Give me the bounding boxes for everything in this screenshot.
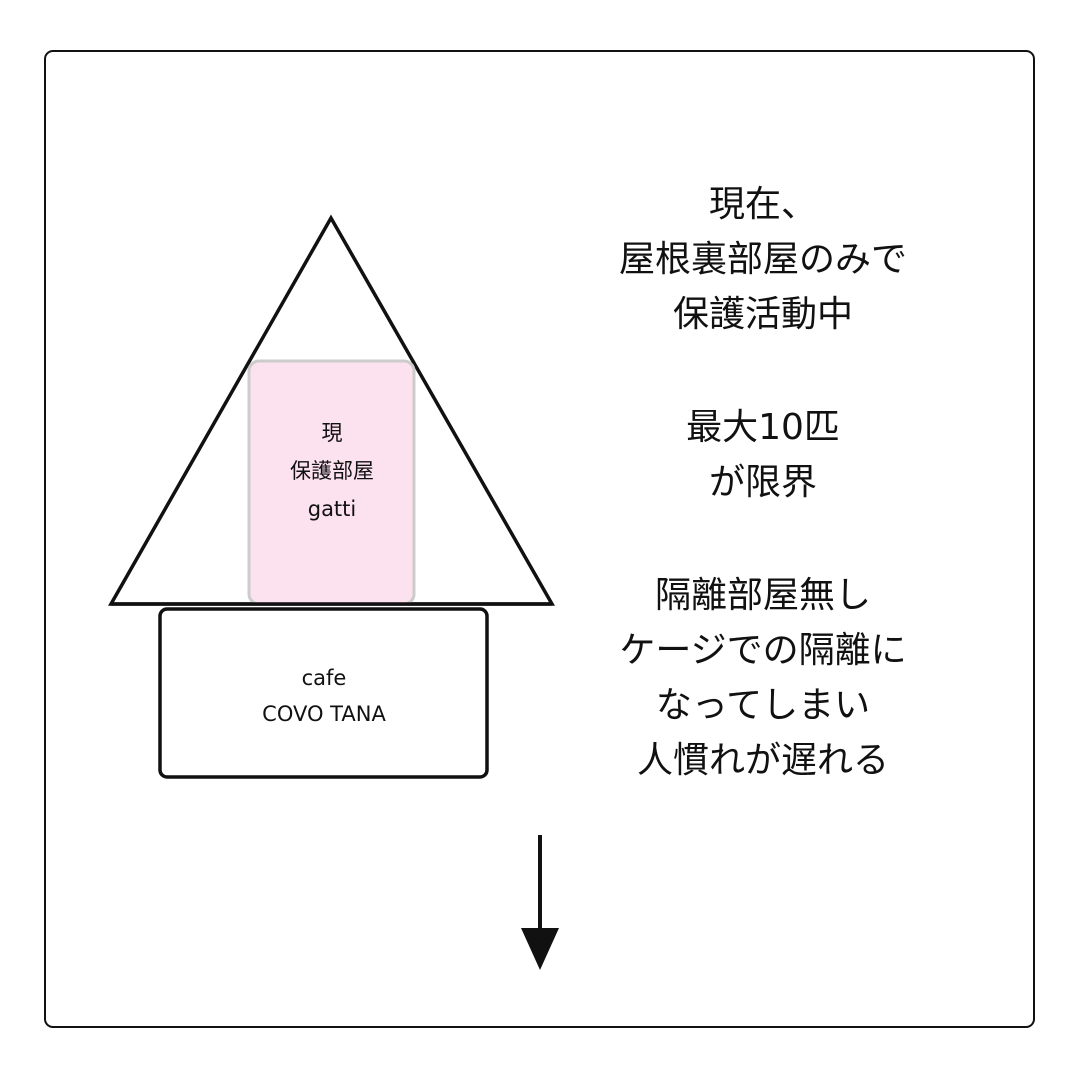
note-line: が限界 — [708, 462, 817, 503]
cafe-line: cafe — [301, 666, 347, 690]
note-capacity: 最大10匹 が限界 — [590, 400, 936, 510]
diagram-frame — [44, 50, 1035, 1028]
note-line: ケージでの隔離に — [619, 630, 907, 671]
note-line: 最大10匹 — [686, 407, 840, 448]
cafe-line: COVO TANA — [262, 702, 386, 726]
attic-room-line: gatti — [307, 497, 357, 521]
note-current-activity: 現在、 屋根裏部屋のみで 保護活動中 — [590, 177, 936, 342]
note-line: 屋根裏部屋のみで — [618, 239, 907, 280]
note-line: 隔離部屋無し — [654, 575, 871, 616]
down-arrow-icon — [521, 835, 559, 970]
note-line: 人慣れが遅れる — [636, 740, 889, 781]
note-isolation: 隔離部屋無し ケージでの隔離に なってしまい 人慣れが遅れる — [590, 568, 936, 788]
note-line: 現在、 — [708, 184, 817, 225]
attic-room-label: 現 保護部屋 gatti — [249, 414, 415, 528]
cafe-box — [158, 607, 489, 779]
cafe-label: cafe COVO TANA — [160, 660, 488, 732]
note-line: なってしまい — [655, 685, 871, 726]
attic-room-line: 現 — [321, 421, 343, 445]
note-line: 保護活動中 — [672, 294, 853, 335]
attic-room-line: 保護部屋 — [290, 459, 374, 483]
